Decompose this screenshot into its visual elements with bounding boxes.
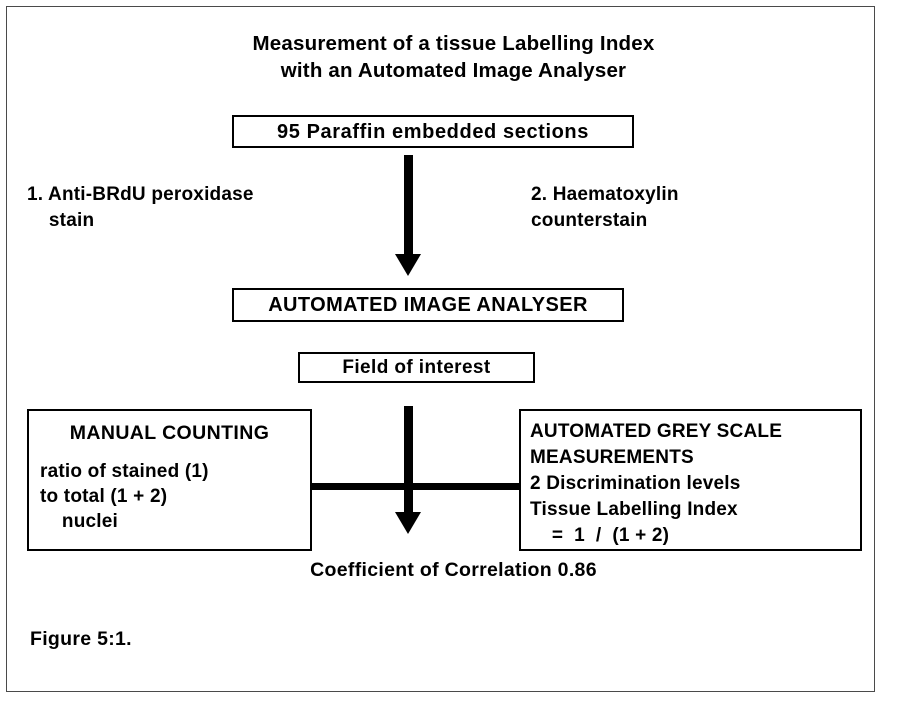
- figure-title-line-1: Measurement of a tissue Labelling Index: [252, 32, 655, 55]
- figure-caption: Figure 5:1.: [30, 628, 132, 650]
- page-border: [6, 6, 875, 692]
- figure-title-line-2: with an Automated Image Analyser: [280, 59, 627, 82]
- correlation-note: Coefficient of Correlation 0.86: [310, 559, 597, 581]
- node-analyser-label: AUTOMATED IMAGE ANALYSER: [268, 294, 588, 316]
- step-label-2: 2. Haematoxylin counterstain: [531, 184, 679, 231]
- node-automated-grey-scale-body: AUTOMATED GREY SCALE MEASUREMENTS 2 Disc…: [530, 421, 783, 546]
- node-field-of-interest-box: Field of interest: [298, 352, 535, 383]
- node-sections-box: 95 Paraffin embedded sections: [232, 115, 634, 148]
- node-sections-label: 95 Paraffin embedded sections: [277, 120, 589, 143]
- node-manual-counting-box: MANUAL COUNTING ratio of stained (1) to …: [27, 409, 312, 551]
- connector-line-horizontal: [27, 483, 862, 490]
- step-label-1: 1. Anti-BRdU peroxidase stain: [27, 184, 254, 231]
- figure-title: Measurement of a tissue Labelling Index …: [0, 30, 907, 84]
- node-manual-counting-header: MANUAL COUNTING: [69, 422, 270, 444]
- arrow-down-icon-head-1: [395, 254, 421, 276]
- arrow-down-icon-head-2: [395, 512, 421, 534]
- arrow-down-icon-shaft-1: [404, 155, 413, 258]
- node-manual-counting-body: ratio of stained (1) to total (1 + 2) nu…: [40, 461, 209, 532]
- node-analyser-box: AUTOMATED IMAGE ANALYSER: [232, 288, 624, 322]
- node-field-of-interest-label: Field of interest: [342, 357, 491, 378]
- arrow-down-icon-shaft-2: [404, 406, 413, 516]
- node-automated-grey-scale-box: AUTOMATED GREY SCALE MEASUREMENTS 2 Disc…: [519, 409, 862, 551]
